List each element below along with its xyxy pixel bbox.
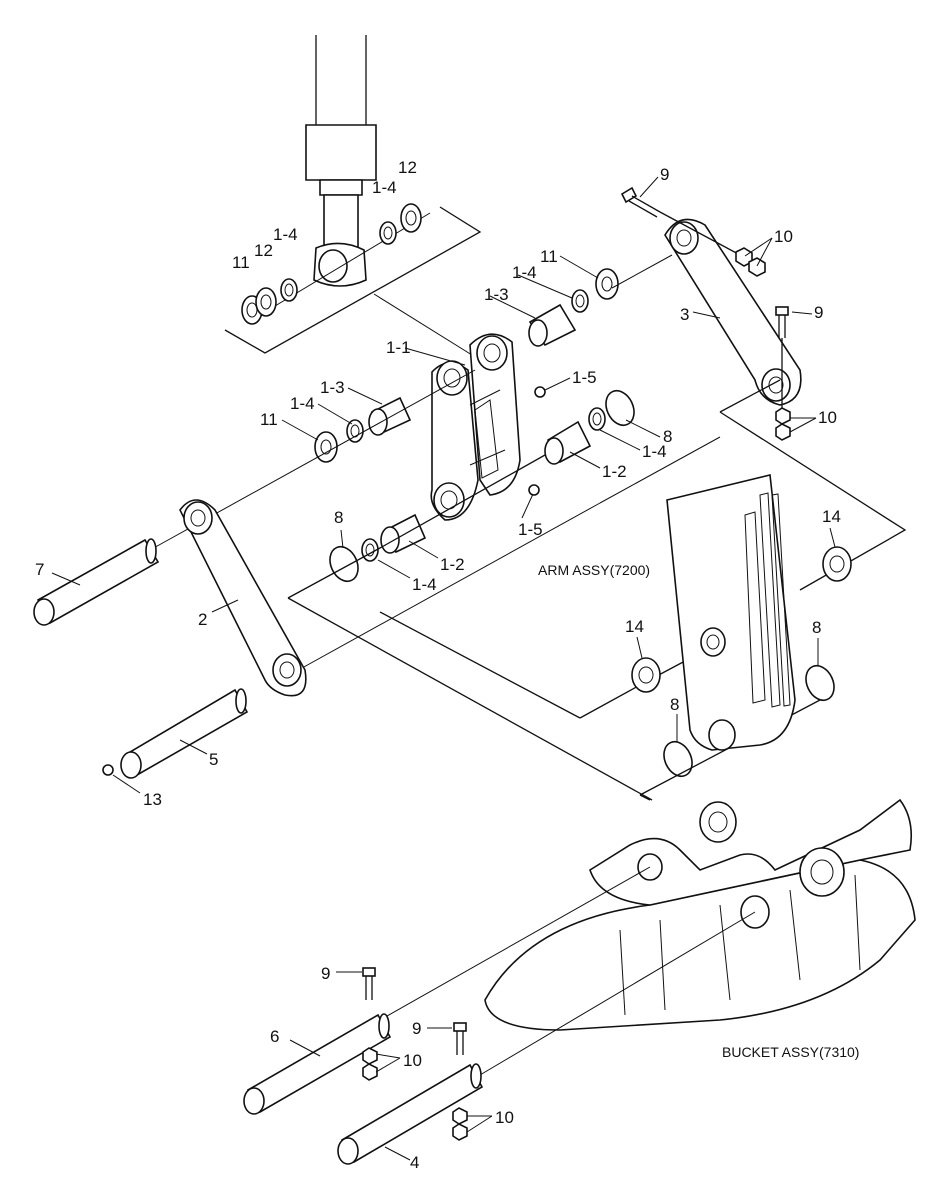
grease-nipple-13 (102, 764, 114, 776)
label-1-3-lower: 1-3 (320, 378, 345, 397)
link-1-1 (430, 333, 521, 521)
label-9-pin4: 9 (412, 1019, 421, 1038)
link-3-fasteners (620, 186, 791, 441)
cylinder-pin-axis (224, 206, 482, 361)
label-1-4-top: 1-4 (372, 178, 397, 197)
arm-assembly (631, 474, 852, 751)
label-13: 13 (143, 790, 162, 809)
label-12-top: 12 (398, 158, 417, 177)
label-11-right: 11 (540, 247, 558, 266)
washer-12-left (255, 287, 277, 317)
part-labels: 9 10 3 9 10 12 1-4 11 12 1-4 11 1-4 1-3 … (35, 158, 841, 1172)
bushings (368, 303, 592, 554)
label-14-lower: 14 (625, 617, 644, 636)
shim-1-4-left (280, 278, 298, 302)
link-3 (664, 218, 802, 406)
link-2 (179, 499, 307, 697)
label-2: 2 (198, 610, 207, 629)
label-1-4-left: 1-4 (273, 225, 298, 244)
washer-14-upper (822, 546, 852, 582)
label-9-top: 9 (660, 165, 669, 184)
cylinder-washers (241, 203, 422, 325)
label-5: 5 (209, 750, 218, 769)
label-11-left: 11 (260, 410, 278, 429)
label-1-4-lower: 1-4 (412, 575, 437, 594)
label-6: 6 (270, 1027, 279, 1046)
label-10-top: 10 (774, 227, 793, 246)
label-10-pin6: 10 (403, 1051, 422, 1070)
label-14-upper: 14 (822, 507, 841, 526)
cylinder-rod (305, 35, 377, 287)
label-1-4-right: 1-4 (512, 263, 537, 282)
label-7: 7 (35, 560, 44, 579)
leader-lines (51, 176, 836, 1161)
assembly-labels: ARM ASSY(7200) BUCKET ASSY(7310) (538, 562, 859, 1060)
label-1-2-lower: 1-2 (440, 555, 465, 574)
o-rings (329, 389, 835, 778)
label-1-5-upper: 1-5 (572, 368, 597, 387)
arm-assy-label: ARM ASSY(7200) (538, 562, 650, 578)
label-1-2-upper: 1-2 (602, 462, 627, 481)
label-8-upper: 8 (663, 427, 672, 446)
pin-7 (33, 538, 160, 626)
label-1-5-lower: 1-5 (518, 520, 543, 539)
label-3: 3 (680, 305, 689, 324)
label-11-top: 11 (232, 253, 250, 272)
label-8-arm-right: 8 (812, 618, 821, 637)
shim-1-4-right (379, 221, 397, 245)
bucket-assy-label: BUCKET ASSY(7310) (722, 1044, 859, 1060)
label-10-pin4: 10 (495, 1108, 514, 1127)
label-1-4-mid-right: 1-4 (642, 442, 667, 461)
label-1-4-mid: 1-4 (290, 394, 315, 413)
label-10-link: 10 (818, 408, 837, 427)
pin-4 (337, 911, 756, 1165)
label-1-3-upper: 1-3 (484, 285, 509, 304)
pin-6 (243, 866, 651, 1115)
label-9-link: 9 (814, 303, 823, 322)
label-8-arm-lower: 8 (670, 695, 679, 714)
pin-5 (102, 688, 249, 779)
label-9-pin6: 9 (321, 964, 330, 983)
washer-14-lower (631, 657, 661, 693)
label-12-left: 12 (254, 241, 273, 260)
label-1-1: 1-1 (386, 338, 411, 357)
washer-12-right (400, 203, 422, 233)
label-4: 4 (410, 1153, 419, 1172)
grease-nipples (528, 386, 546, 496)
bucket-assembly (484, 798, 916, 1031)
label-8-left: 8 (334, 508, 343, 527)
